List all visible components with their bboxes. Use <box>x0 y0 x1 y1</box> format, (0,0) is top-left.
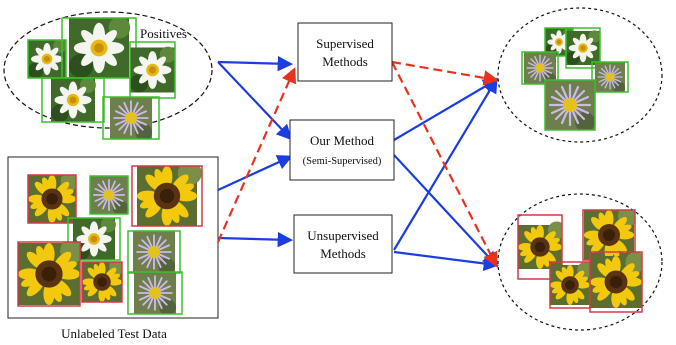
unsupervised-line1: Unsupervised <box>307 228 379 243</box>
arrow-unlabeled-to-ours <box>217 155 293 191</box>
daisy-thumbnail <box>61 17 137 79</box>
aster-thumbnail <box>127 271 183 315</box>
aster-thumbnail <box>102 96 160 140</box>
daisy-thumbnail <box>67 217 121 261</box>
daisy-thumbnail <box>129 41 176 99</box>
daisy-thumbnail <box>41 77 105 123</box>
arrow-positives-to-ours <box>217 61 293 141</box>
unsupervised-line2: Methods <box>320 246 366 261</box>
supervised-line1: Supervised <box>316 36 374 51</box>
positive-thumbnails <box>27 17 176 140</box>
unlabeled-label: Unlabeled Test Data <box>61 326 167 341</box>
positives-ellipse <box>3 11 213 129</box>
positive-result-thumbnails <box>521 27 629 131</box>
sunflower-thumbnail <box>549 261 591 309</box>
our-method-line1: Our Method <box>310 133 374 148</box>
negative-result-ellipse <box>497 193 663 331</box>
aster-thumbnail <box>127 230 181 274</box>
arrow-supervised-to-positive-result <box>391 60 500 86</box>
daisy-thumbnail <box>565 27 601 69</box>
negative-result-thumbnails <box>517 209 643 313</box>
our-method-line2: (Semi-Supervised) <box>303 156 382 167</box>
arrow-unlabeled-to-unsupervised <box>217 231 294 248</box>
positives-label: Positives <box>140 26 187 41</box>
aster-thumbnail <box>89 175 129 215</box>
supervised-methods-box: Supervised Methods <box>297 22 393 82</box>
sunflower-thumbnail <box>131 165 203 227</box>
arrow-ours-to-negative-result <box>393 154 499 268</box>
aster-thumbnail <box>521 51 559 85</box>
sunflower-thumbnail <box>17 241 81 307</box>
aster-thumbnail <box>591 61 629 93</box>
unsupervised-methods-box: Unsupervised Methods <box>293 214 393 274</box>
arrow-unlabeled-to-supervised <box>216 67 297 243</box>
dashed-arrows <box>216 60 500 268</box>
sunflower-thumbnail <box>81 261 123 303</box>
arrow-positives-to-supervised <box>217 55 294 72</box>
arrow-supervised-to-negative-result <box>391 61 498 268</box>
positive-result-ellipse <box>497 7 663 143</box>
supervised-line2: Methods <box>322 54 368 69</box>
arrow-unsupervised-to-negative-result <box>393 250 500 272</box>
sunflower-thumbnail <box>589 251 643 313</box>
sunflower-thumbnail <box>27 174 77 224</box>
unlabeled-thumbnails <box>17 165 203 315</box>
arrow-ours-to-positive-result <box>393 78 499 141</box>
our-method-box: Our Method (Semi-Supervised) <box>289 119 395 181</box>
aster-thumbnail <box>544 79 596 131</box>
daisy-thumbnail <box>27 39 67 79</box>
sunflower-thumbnail <box>517 214 563 280</box>
unlabeled-data-box <box>7 156 219 319</box>
